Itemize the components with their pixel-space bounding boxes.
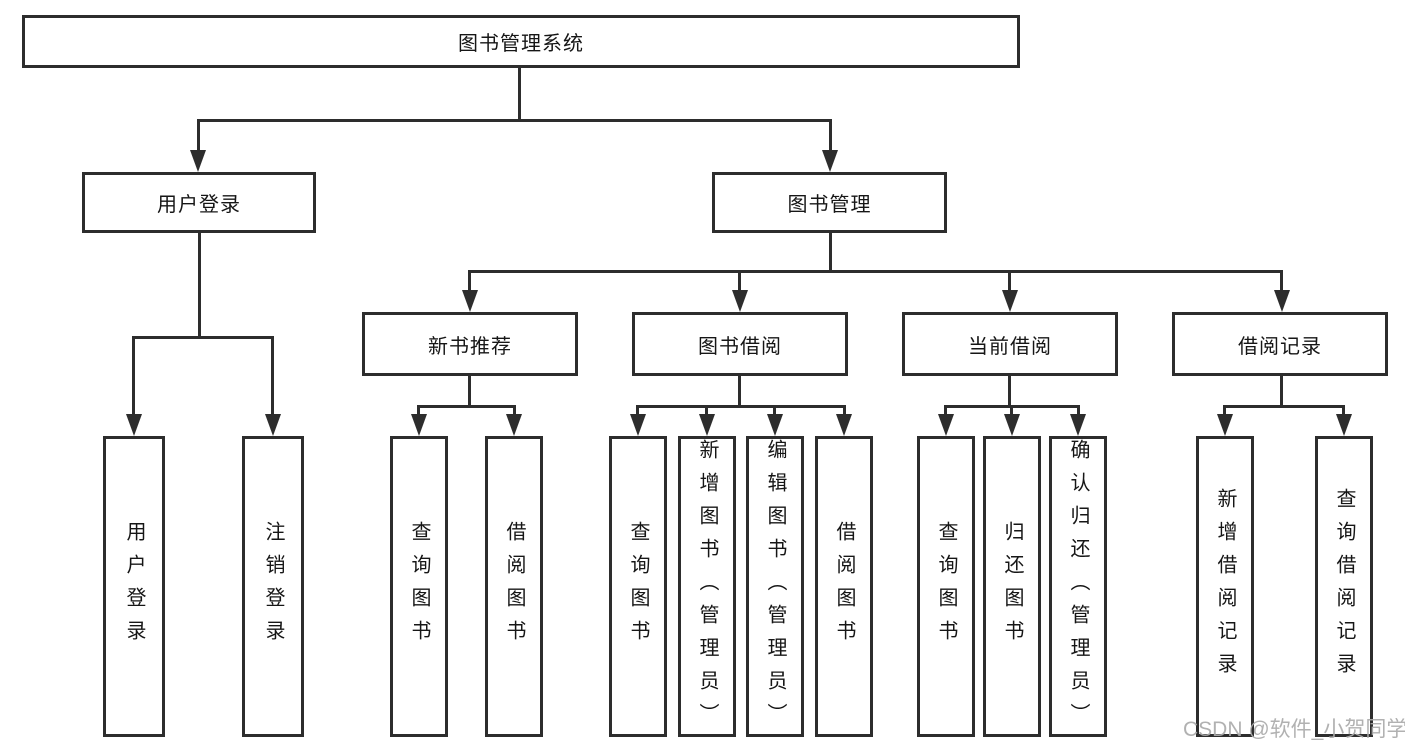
- connector-line: [468, 270, 471, 292]
- node-current-borrowing: 当前借阅: [902, 312, 1118, 376]
- connector-arrow-down: [1004, 414, 1020, 436]
- node-new-book-recommend: 新书推荐: [362, 312, 578, 376]
- connector-line: [271, 336, 274, 416]
- node-current-borrowing-label: 当前借阅: [968, 335, 1052, 358]
- connector-line: [198, 233, 201, 338]
- connector-line: [773, 405, 776, 418]
- connector-line: [1008, 270, 1011, 292]
- leaf-node-edit-books-admin: 编辑图书（管理员）: [746, 436, 804, 737]
- csdn-watermark: CSDN @软件_小贺同学: [1183, 718, 1405, 741]
- connector-line: [738, 270, 741, 292]
- node-borrowing-records-label: 借阅记录: [1238, 335, 1322, 358]
- connector-arrow-down: [506, 414, 522, 436]
- connector-arrow-down: [411, 414, 427, 436]
- leaf-label: 归还图书: [1001, 520, 1023, 653]
- leaf-node-add-borrow-record: 新增借阅记录: [1196, 436, 1254, 737]
- connector-arrow-down: [822, 150, 838, 172]
- connector-line: [1223, 405, 1345, 408]
- leaf-node-query-books-2: 查询图书: [609, 436, 667, 737]
- connector-line: [1223, 405, 1226, 418]
- leaf-node-query-books-1: 查询图书: [390, 436, 448, 737]
- leaf-label: 新增借阅记录: [1214, 487, 1236, 686]
- connector-line: [1342, 405, 1345, 418]
- node-new-book-recommend-label: 新书推荐: [428, 335, 512, 358]
- connector-line: [132, 336, 135, 416]
- connector-line: [829, 233, 832, 273]
- connector-line: [843, 405, 846, 418]
- root-node-label: 图书管理系统: [458, 33, 584, 55]
- connector-line: [705, 405, 708, 418]
- connector-arrow-down: [1002, 290, 1018, 312]
- connector-arrow-down: [699, 414, 715, 436]
- connector-line: [829, 119, 832, 152]
- leaf-label: 借阅图书: [503, 520, 525, 653]
- leaf-label: 借阅图书: [833, 520, 855, 653]
- leaf-label: 新增图书（管理员）: [696, 439, 718, 736]
- leaf-label: 确认归还（管理员）: [1067, 439, 1089, 736]
- node-book-borrowing-label: 图书借阅: [698, 335, 782, 358]
- connector-arrow-down: [732, 290, 748, 312]
- connector-line: [1280, 376, 1283, 407]
- connector-arrow-down: [265, 414, 281, 436]
- connector-line: [1280, 270, 1283, 292]
- root-node-library-system: 图书管理系统: [22, 15, 1020, 68]
- node-book-management: 图书管理: [712, 172, 947, 233]
- leaf-label: 查询借阅记录: [1333, 487, 1355, 686]
- node-borrowing-records: 借阅记录: [1172, 312, 1388, 376]
- connector-arrow-down: [1336, 414, 1352, 436]
- connector-arrow-down: [767, 414, 783, 436]
- connector-line: [738, 376, 741, 407]
- leaf-node-borrow-books-2: 借阅图书: [815, 436, 873, 737]
- leaf-label: 查询图书: [408, 520, 430, 653]
- leaf-node-borrow-books-1: 借阅图书: [485, 436, 543, 737]
- connector-line: [636, 405, 846, 408]
- leaf-node-logout: 注销登录: [242, 436, 304, 737]
- connector-arrow-down: [1070, 414, 1086, 436]
- connector-line: [944, 405, 947, 418]
- connector-line: [636, 405, 639, 418]
- connector-line: [417, 405, 516, 408]
- leaf-node-query-borrow-record: 查询借阅记录: [1315, 436, 1373, 737]
- connector-line: [468, 376, 471, 407]
- leaf-node-user-login: 用户登录: [103, 436, 165, 737]
- leaf-label: 查询图书: [627, 520, 649, 653]
- connector-arrow-down: [462, 290, 478, 312]
- connector-line: [1077, 405, 1080, 418]
- connector-line: [1008, 376, 1011, 407]
- node-user-login: 用户登录: [82, 172, 316, 233]
- connector-line: [417, 405, 420, 418]
- connector-arrow-down: [836, 414, 852, 436]
- connector-arrow-down: [1274, 290, 1290, 312]
- leaf-label: 用户登录: [123, 520, 145, 653]
- leaf-label: 注销登录: [262, 520, 284, 653]
- leaf-label: 查询图书: [935, 520, 957, 653]
- connector-line: [518, 68, 521, 121]
- node-book-management-label: 图书管理: [787, 194, 872, 216]
- connector-arrow-down: [938, 414, 954, 436]
- connector-line: [197, 119, 200, 152]
- leaf-node-add-books-admin: 新增图书（管理员）: [678, 436, 736, 737]
- connector-line: [197, 119, 832, 122]
- connector-line: [468, 270, 1283, 273]
- leaf-node-return-books: 归还图书: [983, 436, 1041, 737]
- leaf-node-query-books-3: 查询图书: [917, 436, 975, 737]
- node-book-borrowing: 图书借阅: [632, 312, 848, 376]
- connector-line: [132, 336, 274, 339]
- leaf-label: 编辑图书（管理员）: [764, 439, 786, 736]
- connector-arrow-down: [190, 150, 206, 172]
- connector-arrow-down: [1217, 414, 1233, 436]
- connector-arrow-down: [126, 414, 142, 436]
- connector-arrow-down: [630, 414, 646, 436]
- connector-line: [513, 405, 516, 418]
- connector-line: [1010, 405, 1013, 418]
- node-user-login-label: 用户登录: [157, 194, 241, 216]
- leaf-node-confirm-return-admin: 确认归还（管理员）: [1049, 436, 1107, 737]
